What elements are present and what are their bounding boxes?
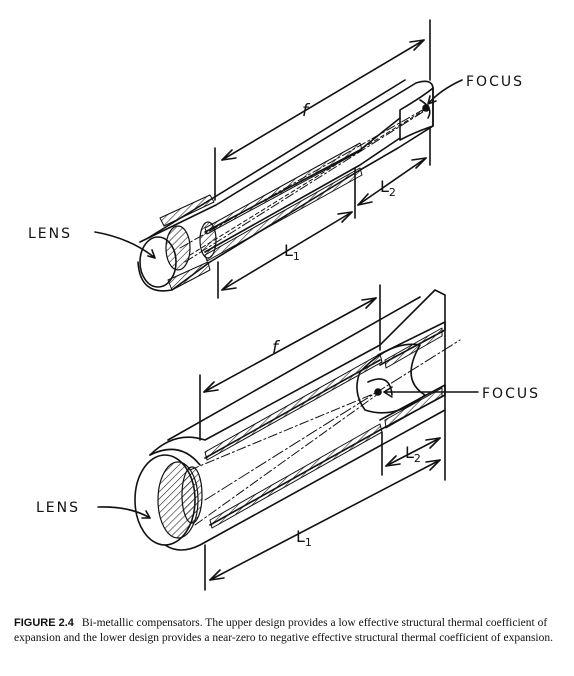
upper-lens-element: [165, 225, 191, 271]
upper-wall-hatch-rear: [167, 261, 211, 291]
upper-outer-tube: [137, 80, 434, 292]
upper-dim-l2-line: [357, 157, 427, 206]
upper-f-label: f: [302, 101, 311, 121]
lower-dim-f-arrow-left: [203, 381, 219, 393]
lower-lens-leader: [97, 506, 151, 519]
upper-dim-f-arrow-right: [409, 39, 425, 51]
upper-dim-l1-arrow-left: [221, 279, 237, 291]
upper-ray-bottom: [184, 109, 427, 263]
upper-dim-l2-arrow-right: [411, 157, 427, 169]
figure-caption-text: Bi-metallic compensators. The upper desi…: [14, 617, 553, 644]
lower-focus-label: FOCUS: [482, 386, 540, 402]
bimetallic-compensator-figure: FOCUS LENS f L1 L2 FOCUS LENS f L1 L2: [28, 19, 540, 591]
lower-dim-l2-arrow-right: [425, 437, 441, 449]
lower-dim-f-arrow-right: [361, 297, 377, 309]
lower-l2-label: L2: [405, 443, 421, 465]
upper-dim-f-line: [221, 39, 425, 161]
lower-lens-label: LENS: [36, 500, 80, 516]
upper-dim-l2-arrow-left: [357, 193, 373, 206]
lower-inner-opening: [356, 343, 426, 414]
lower-ray-axis: [204, 339, 461, 501]
lower-lens-housing: [149, 448, 201, 466]
upper-l1-label: L1: [284, 241, 300, 263]
lower-dim-l2-arrow-left: [385, 455, 401, 467]
lower-inner-hatch-bottom: [384, 387, 443, 429]
upper-focus-end: [399, 87, 434, 141]
upper-l2-label: L2: [380, 177, 396, 199]
upper-wall-hatch-front: [159, 194, 215, 227]
lower-inner-hatch-top: [384, 327, 443, 369]
lower-dim-l2-line: [385, 437, 441, 467]
upper-dim-l1-line: [221, 211, 353, 291]
upper-focus-leader: [427, 79, 463, 105]
upper-ray-mid: [189, 108, 427, 256]
lower-outer-shell-top: [167, 296, 421, 441]
lower-wall-hatch-top: [204, 353, 383, 461]
lower-design: [97, 284, 479, 591]
lower-focus-leader: [383, 386, 479, 398]
upper-lens-element-2: [199, 221, 217, 259]
lower-ray-bottom: [194, 393, 379, 526]
upper-wall-hatch-bottom: [204, 167, 363, 262]
upper-ray-top: [179, 107, 427, 249]
lower-dim-l1-arrow-left: [209, 569, 225, 581]
lower-dim-f-line: [203, 297, 377, 393]
upper-dim-f-arrow-left: [221, 149, 237, 161]
lower-dim-l1-arrow-right: [425, 459, 441, 471]
upper-inner-wall-bottom: [204, 137, 401, 253]
lower-lens-element-2: [181, 466, 203, 524]
upper-lens-label: LENS: [28, 226, 72, 242]
lower-outer-tube: [149, 289, 446, 551]
lower-dim-l1-line: [209, 459, 441, 581]
lower-ray-top: [189, 391, 379, 471]
lower-l1-label: L1: [296, 527, 312, 549]
upper-dim-l1-arrow-right: [337, 211, 353, 223]
upper-design: [94, 19, 463, 299]
upper-focus-label: FOCUS: [466, 74, 524, 90]
figure-caption-label: FIGURE 2.4: [14, 617, 74, 629]
lower-f-label: f: [272, 338, 281, 358]
upper-lens-leader: [94, 231, 156, 259]
